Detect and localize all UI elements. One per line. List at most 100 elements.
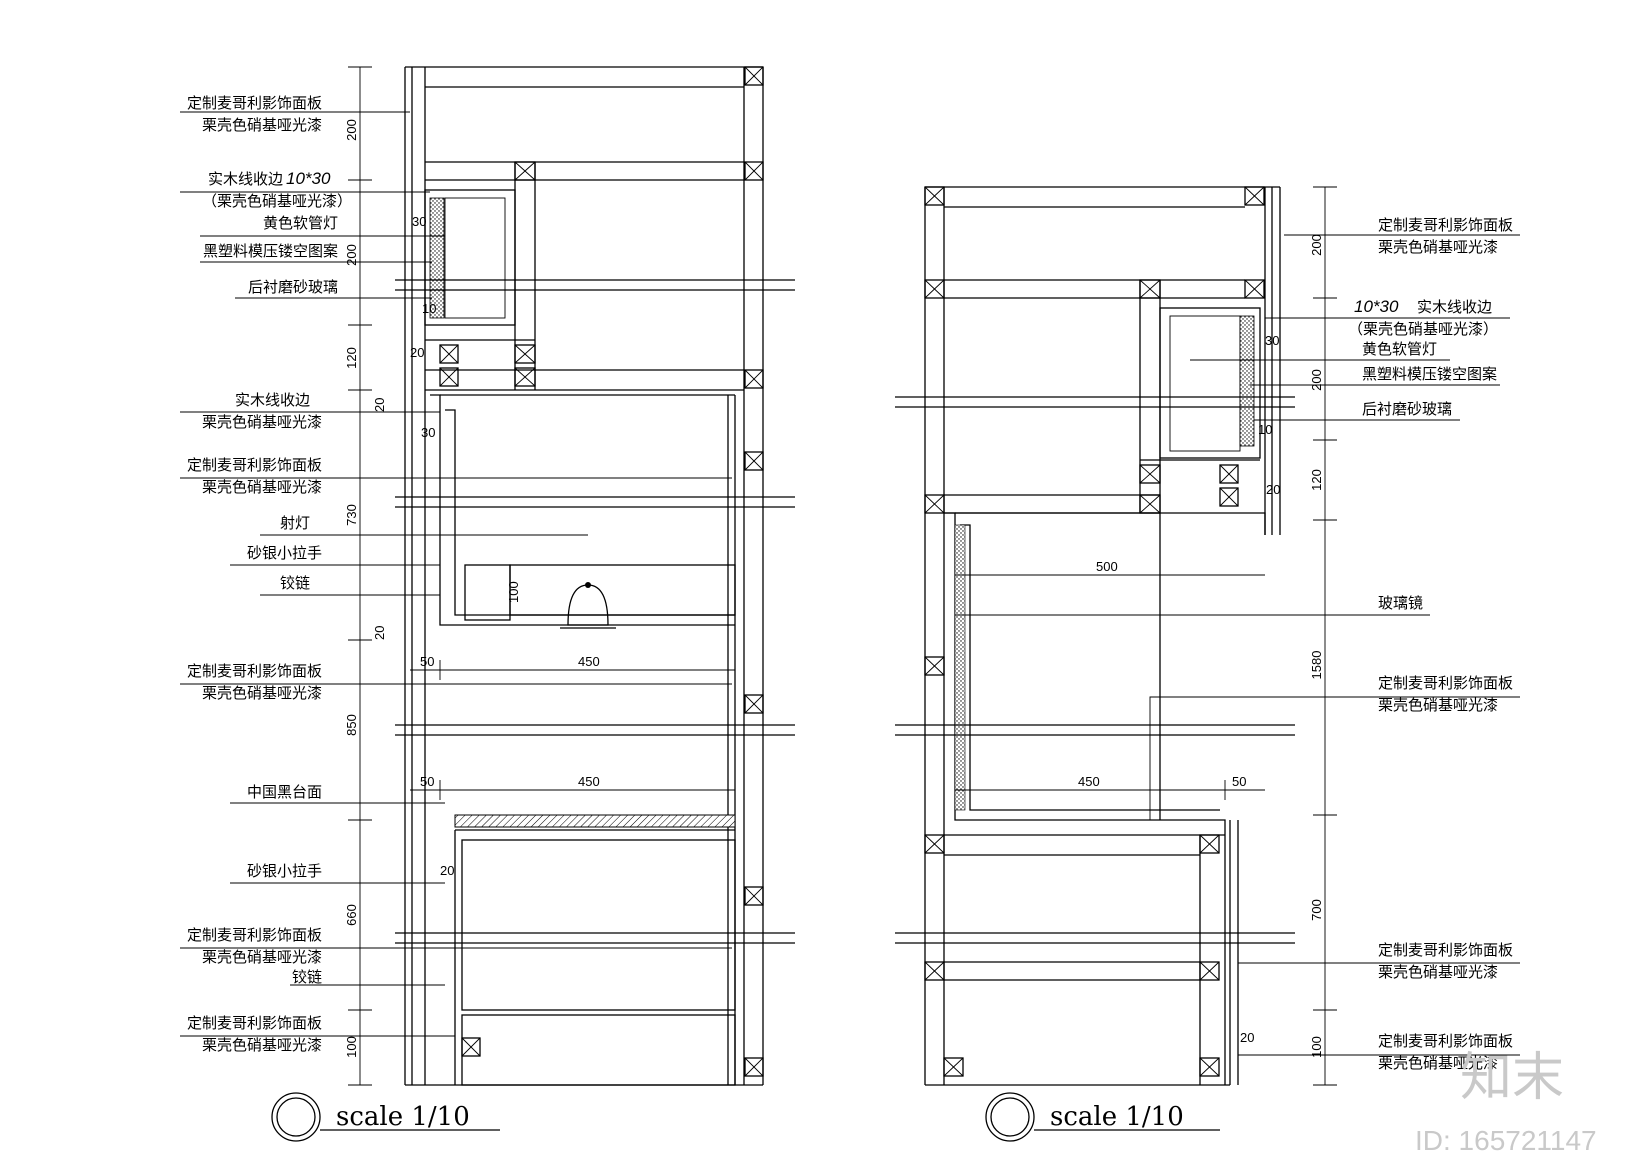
svg-text:100: 100 xyxy=(506,581,521,603)
svg-text:30: 30 xyxy=(1265,333,1279,348)
left-label-14: 定制麦哥利影饰面板 栗壳色硝基哑光漆 铰链 xyxy=(187,926,322,986)
svg-text:栗壳色硝基哑光漆: 栗壳色硝基哑光漆 xyxy=(202,413,322,431)
spotlight-icon xyxy=(560,582,616,629)
svg-text:scale 1/10: scale 1/10 xyxy=(336,1102,470,1132)
svg-text:500: 500 xyxy=(1096,559,1118,574)
svg-text:200: 200 xyxy=(344,244,359,266)
svg-text:20: 20 xyxy=(1266,482,1280,497)
left-label-1: 定制麦哥利影饰面板 栗壳色硝基哑光漆 xyxy=(187,94,322,134)
left-label-2: 实木线收边 10*30 （栗壳色硝基哑光漆） xyxy=(202,169,352,210)
svg-text:（栗壳色硝基哑光漆）: （栗壳色硝基哑光漆） xyxy=(202,192,352,210)
svg-text:定制麦哥利影饰面板: 定制麦哥利影饰面板 xyxy=(187,1014,322,1032)
svg-text:450: 450 xyxy=(578,654,600,669)
svg-text:20: 20 xyxy=(410,345,424,360)
left-pattern-panel xyxy=(429,197,445,319)
left-leaders xyxy=(180,111,732,1037)
right-label-3: 黄色软管灯 xyxy=(1362,340,1437,358)
right-label-7: 定制麦哥利影饰面板 栗壳色硝基哑光漆 xyxy=(1378,674,1513,714)
watermark: 知末 ID: 165721147 xyxy=(1415,1049,1597,1156)
svg-text:实木线收边: 实木线收边 xyxy=(208,170,283,188)
right-label-4: 黑塑料模压镂空图案 xyxy=(1362,365,1497,383)
svg-text:50: 50 xyxy=(420,654,434,669)
svg-text:200: 200 xyxy=(1309,369,1324,391)
svg-text:10: 10 xyxy=(422,301,436,316)
svg-text:20: 20 xyxy=(372,626,387,640)
left-label-9: 砂银小拉手 xyxy=(247,544,322,562)
svg-text:知末: 知末 xyxy=(1460,1049,1564,1107)
svg-text:定制麦哥利影饰面板: 定制麦哥利影饰面板 xyxy=(187,456,322,474)
left-small-dimensions: 30 10 20 20 30 20 100 20 xyxy=(372,214,521,878)
left-label-3: 黄色软管灯 xyxy=(263,214,338,232)
left-break-lines xyxy=(395,279,795,944)
svg-text:定制麦哥利影饰面板: 定制麦哥利影饰面板 xyxy=(187,926,322,944)
right-label-9: 定制麦哥利影饰面板 栗壳色硝基哑光漆 xyxy=(1378,1032,1513,1072)
svg-text:栗壳色硝基哑光漆: 栗壳色硝基哑光漆 xyxy=(202,116,322,134)
right-leaders xyxy=(955,234,1520,1056)
svg-text:栗壳色硝基哑光漆: 栗壳色硝基哑光漆 xyxy=(1378,238,1498,256)
left-blocking-marks xyxy=(439,66,764,1077)
left-label-12: 中国黑台面 xyxy=(247,783,322,801)
right-pattern-panel xyxy=(1239,315,1255,447)
left-label-4: 黑塑料模压镂空图案 xyxy=(203,242,338,260)
right-horizontal-dimensions: 500 450 50 xyxy=(1078,559,1246,789)
svg-text:栗壳色硝基哑光漆: 栗壳色硝基哑光漆 xyxy=(202,1036,322,1054)
right-label-8: 定制麦哥利影饰面板 栗壳色硝基哑光漆 xyxy=(1378,941,1513,981)
svg-text:730: 730 xyxy=(344,504,359,526)
left-scale-label: scale 1/10 xyxy=(271,1092,500,1142)
svg-text:定制麦哥利影饰面板: 定制麦哥利影饰面板 xyxy=(1378,216,1513,234)
svg-text:30: 30 xyxy=(421,425,435,440)
right-scale-label: scale 1/10 xyxy=(985,1092,1220,1142)
svg-text:50: 50 xyxy=(1232,774,1246,789)
svg-text:50: 50 xyxy=(420,774,434,789)
left-label-6: 实木线收边 栗壳色硝基哑光漆 xyxy=(202,391,322,431)
left-label-11: 定制麦哥利影饰面板 栗壳色硝基哑光漆 xyxy=(187,662,322,702)
svg-text:450: 450 xyxy=(1078,774,1100,789)
svg-text:100: 100 xyxy=(1309,1036,1324,1058)
svg-text:10: 10 xyxy=(1258,422,1272,437)
svg-text:30: 30 xyxy=(412,214,426,229)
svg-text:200: 200 xyxy=(1309,234,1324,256)
svg-text:120: 120 xyxy=(344,347,359,369)
svg-text:660: 660 xyxy=(344,904,359,926)
svg-text:850: 850 xyxy=(344,714,359,736)
right-blocking-marks xyxy=(924,186,1265,1077)
svg-text:200: 200 xyxy=(344,119,359,141)
left-countertop xyxy=(454,814,736,828)
left-label-5: 后衬磨砂玻璃 xyxy=(248,278,338,296)
svg-text:100: 100 xyxy=(344,1036,359,1058)
right-label-1: 定制麦哥利影饰面板 栗壳色硝基哑光漆 xyxy=(1378,216,1513,256)
svg-text:ID: 165721147: ID: 165721147 xyxy=(1415,1125,1597,1156)
left-label-15: 定制麦哥利影饰面板 栗壳色硝基哑光漆 xyxy=(187,1014,322,1054)
right-label-5: 后衬磨砂玻璃 xyxy=(1362,400,1452,418)
svg-text:栗壳色硝基哑光漆: 栗壳色硝基哑光漆 xyxy=(202,948,322,966)
right-label-6: 玻璃镜 xyxy=(1378,594,1423,612)
svg-text:定制麦哥利影饰面板: 定制麦哥利影饰面板 xyxy=(1378,1032,1513,1050)
svg-text:20: 20 xyxy=(372,398,387,412)
svg-text:实木线收边: 实木线收边 xyxy=(235,391,310,409)
svg-text:定制麦哥利影饰面板: 定制麦哥利影饰面板 xyxy=(187,94,322,112)
left-label-8: 射灯 xyxy=(280,514,310,532)
svg-text:20: 20 xyxy=(440,863,454,878)
left-label-7: 定制麦哥利影饰面板 栗壳色硝基哑光漆 xyxy=(187,456,322,496)
right-cabinet-section xyxy=(895,186,1337,1086)
svg-text:栗壳色硝基哑光漆: 栗壳色硝基哑光漆 xyxy=(202,684,322,702)
svg-text:1580: 1580 xyxy=(1309,651,1324,680)
svg-text:700: 700 xyxy=(1309,899,1324,921)
left-label-13: 砂银小拉手 xyxy=(247,862,322,880)
svg-text:栗壳色硝基哑光漆: 栗壳色硝基哑光漆 xyxy=(202,478,322,496)
svg-text:定制麦哥利影饰面板: 定制麦哥利影饰面板 xyxy=(187,662,322,680)
svg-text:（栗壳色硝基哑光漆）: （栗壳色硝基哑光漆） xyxy=(1348,320,1498,338)
svg-text:铰链: 铰链 xyxy=(292,968,322,986)
svg-text:10*30: 10*30 xyxy=(286,169,331,188)
svg-text:120: 120 xyxy=(1309,469,1324,491)
left-horizontal-dimensions: 50 450 50 450 xyxy=(420,654,600,789)
left-vertical-dimensions: 200 200 120 730 850 660 100 xyxy=(344,119,359,1058)
svg-text:20: 20 xyxy=(1240,1030,1254,1045)
svg-text:栗壳色硝基哑光漆: 栗壳色硝基哑光漆 xyxy=(1378,963,1498,981)
svg-text:scale 1/10: scale 1/10 xyxy=(1050,1102,1184,1132)
right-small-dimensions: 30 10 20 20 xyxy=(1240,333,1280,1045)
left-label-10: 铰链 xyxy=(280,574,310,592)
left-cabinet-section xyxy=(348,66,795,1086)
mirror-hatch xyxy=(954,524,966,811)
